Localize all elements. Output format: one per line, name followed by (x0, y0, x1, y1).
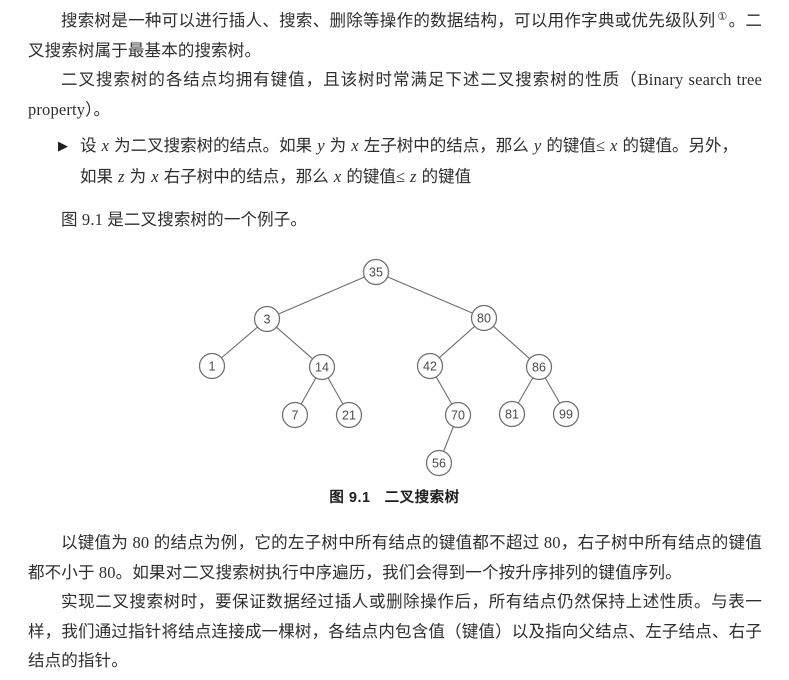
math-var-x-3: x (610, 136, 618, 155)
tree-node: 81 (498, 400, 526, 428)
footnote-marker: ① (717, 10, 728, 23)
math-var-x-4: x (151, 167, 159, 186)
bullet2-seg3: 右子树中的结点，那么 (159, 167, 333, 186)
paragraph-intro-text-part1: 搜索树是一种可以进行插人、搜索、删除等操作的数据结构，可以用作字典或优先级队列 (61, 11, 716, 30)
tree-node: 80 (470, 304, 498, 332)
property-bullet-line-1-text: 设 x 为二叉搜索树的结点。如果 y 为 x 左子树中的结点，那么 y 的键值≤… (80, 130, 758, 161)
bullet2-seg5: 的键值 (417, 167, 472, 186)
figure-caption: 图 9.1 二叉搜索树 (0, 486, 789, 507)
tree-node-label: 99 (559, 408, 573, 422)
tree-edge (327, 377, 344, 405)
property-bullet-line-2: 如果 z 为 x 右子树中的结点，那么 x 的键值≤ z 的键值 (58, 161, 758, 192)
paragraph-property-text-part1: 二叉搜索树的各结点均拥有键值，且该树时常满足下述二叉搜索树的性质（ (61, 70, 638, 89)
math-var-z-2: z (410, 167, 417, 186)
tree-edge (544, 377, 561, 404)
tree-node-label: 35 (369, 266, 383, 280)
paragraph-intro-text-part2: 。二叉搜索树属于最基本的搜索树。 (28, 11, 762, 60)
paragraph-example-explanation: 以键值为 80 的结点为例，它的左子树中所有结点的键值都不超过 80，右子树中所… (28, 528, 762, 587)
tree-node-label: 56 (432, 457, 446, 471)
paragraph-implementation-note: 实现二叉搜索树时，要保证数据经过插人或删除操作后，所有结点仍然保持上述性质。与表… (28, 587, 762, 676)
math-var-x-5: x (333, 167, 342, 186)
bullet1-seg4: 左子树中的结点，那么 (359, 136, 533, 155)
tree-node-circle (308, 353, 336, 381)
tree-edge (438, 325, 476, 359)
tree-node-label: 81 (505, 408, 519, 422)
tree-node-circle (498, 400, 526, 428)
tree-node: 99 (552, 400, 580, 428)
tree-node-label: 1 (209, 360, 216, 374)
tree-edge (221, 326, 258, 359)
tree-node-circle (362, 258, 390, 286)
triangle-right-icon: ▶ (58, 138, 68, 153)
paragraph-figure-reference: 图 9.1 是二叉搜索树的一个例子。 (28, 205, 762, 235)
bullet1-seg3: 为 (325, 136, 351, 155)
tree-edge (443, 426, 454, 452)
tree-node-label: 70 (451, 409, 465, 423)
tree-edge (300, 377, 317, 405)
paragraph-figure-reference-text: 图 9.1 是二叉搜索树的一个例子。 (61, 210, 308, 229)
tree-node-label: 21 (342, 409, 356, 423)
tree-node: 21 (335, 401, 363, 429)
bullet1-seg6: 的键值。另外， (618, 136, 738, 155)
tree-edge (387, 276, 473, 314)
tree-edge (517, 377, 534, 404)
math-var-y-1: y (317, 136, 325, 155)
tree-node: 14 (308, 353, 336, 381)
math-var-y-2: y (533, 136, 542, 155)
figure-binary-search-tree: 35 3 80 1 14 42 86 7 21 70 81 99 56 图 9.1 二叉搜索树 (0, 248, 789, 518)
term-binary-search-tree-property: Binary search tree property (28, 70, 762, 119)
paragraph-implementation-note-text: 实现二叉搜索树时，要保证数据经过插人或删除操作后，所有结点仍然保持上述性质。与表… (28, 592, 762, 670)
paragraph-property-text-part2: ）。 (85, 99, 111, 119)
tree-node: 86 (525, 353, 553, 381)
tree-node-circle (416, 352, 444, 380)
figure-caption-title: 二叉搜索树 (384, 490, 460, 506)
tree-node-circle (525, 353, 553, 381)
tree-nodes: 35 3 80 1 14 42 86 7 21 70 81 99 56 (198, 258, 580, 477)
tree-node: 1 (198, 352, 226, 380)
tree-edge (276, 326, 313, 360)
tree-node-label: 42 (423, 360, 437, 374)
tree-node-circle (552, 400, 580, 428)
tree-node-label: 7 (292, 409, 299, 423)
property-bullet-line-2-text: 如果 z 为 x 右子树中的结点，那么 x 的键值≤ z 的键值 (80, 161, 758, 192)
bullet2-seg2: 为 (125, 167, 151, 186)
math-var-z-1: z (118, 167, 125, 186)
tree-node-label: 14 (315, 361, 329, 375)
bullet2-seg1: 如果 (80, 167, 118, 186)
tree-node: 7 (281, 401, 309, 429)
math-var-x-2: x (351, 136, 359, 155)
tree-node-circle (444, 401, 472, 429)
math-var-x-1: x (101, 136, 109, 155)
tree-edges (221, 276, 561, 452)
tree-node-circle (281, 401, 309, 429)
property-bullet-block: ▶ 设 x 为二叉搜索树的结点。如果 y 为 x 左子树中的结点，那么 y 的键… (58, 130, 758, 192)
bullet1-seg5: 的键值≤ (542, 136, 609, 155)
bullet1-seg1: 设 (80, 136, 101, 155)
tree-edge (492, 325, 531, 360)
tree-node-circle (335, 401, 363, 429)
tree-node: 3 (253, 305, 281, 333)
tree-node: 42 (416, 352, 444, 380)
tree-edge (435, 376, 453, 405)
tree-node-circle (470, 304, 498, 332)
tree-node-label: 3 (264, 313, 271, 327)
bullet1-seg2: 为二叉搜索树的结点。如果 (109, 136, 317, 155)
paragraph-example-explanation-text: 以键值为 80 的结点为例，它的左子树中所有结点的键值都不超过 80，右子树中所… (28, 533, 762, 582)
tree-node: 35 (362, 258, 390, 286)
tree-node: 70 (444, 401, 472, 429)
tree-node-circle (253, 305, 281, 333)
tree-node-label: 86 (532, 361, 546, 375)
paragraph-property-definition: 二叉搜索树的各结点均拥有键值，且该树时常满足下述二叉搜索树的性质（Binary … (28, 65, 762, 124)
tree-node-label: 80 (477, 312, 491, 326)
tree-node: 56 (425, 449, 453, 477)
tree-node-circle (198, 352, 226, 380)
tree-node-circle (425, 449, 453, 477)
figure-caption-number: 图 9.1 (329, 490, 371, 506)
property-bullet-line-1: ▶ 设 x 为二叉搜索树的结点。如果 y 为 x 左子树中的结点，那么 y 的键… (58, 130, 758, 161)
bullet2-seg4: 的键值≤ (342, 167, 410, 186)
binary-search-tree-diagram: 35 3 80 1 14 42 86 7 21 70 81 99 56 (198, 258, 580, 477)
tree-edge (278, 276, 365, 315)
